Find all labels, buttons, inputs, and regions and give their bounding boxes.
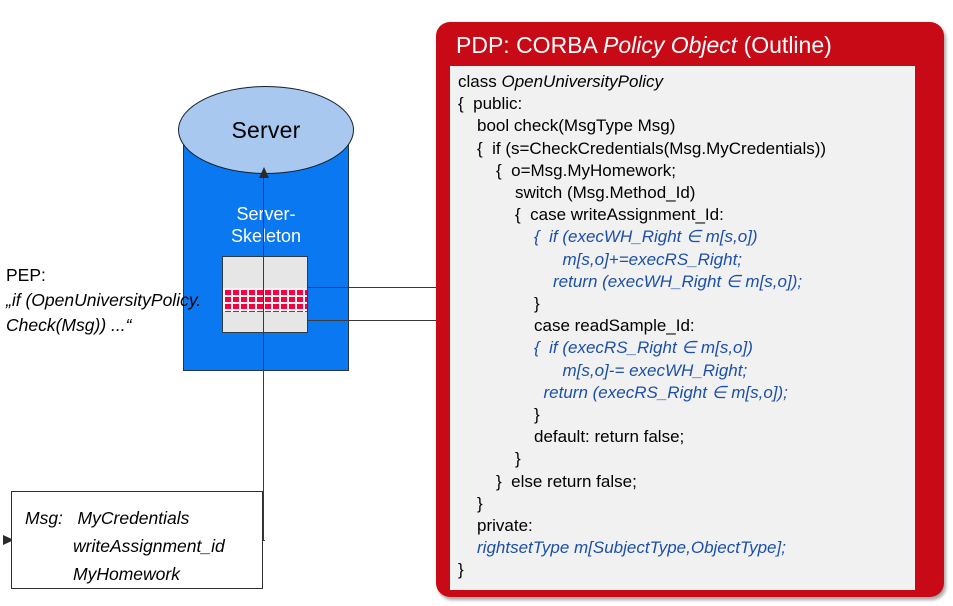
- server-skeleton-label-line1: Server-: [236, 204, 296, 224]
- code-line-19: }: [477, 493, 483, 513]
- code-line-9: return (execWH_Right ∈ m[s,o]);: [553, 271, 803, 291]
- code-line-22: }: [458, 560, 464, 580]
- code-line-0: class OpenUniversityPolicy: [458, 72, 663, 92]
- pdp-title-part1: PDP: CORBA: [456, 32, 603, 58]
- pep-caption: PEP: „if (OpenUniversityPolicy. Check(Ms…: [6, 263, 241, 338]
- msg-content: Msg: MyCredentials writeAssignment_id My…: [25, 504, 265, 588]
- pep-to-pdp-line-bottom: [308, 320, 478, 322]
- code-line-2: bool check(MsgType Msg): [477, 116, 676, 136]
- incoming-request-arrowhead: [3, 535, 14, 545]
- code-line-15: }: [534, 405, 540, 424]
- code-line-1: { public:: [458, 94, 523, 114]
- code-line-21: rightsetType m[SubjectType,ObjectType];: [477, 538, 786, 558]
- code-line-5: switch (Msg.Method_Id): [515, 183, 696, 202]
- pep-caption-line1: „if (OpenUniversityPolicy.: [6, 290, 202, 310]
- msg-field-1: writeAssignment_id: [73, 536, 225, 556]
- msg-field-2: MyHomework: [73, 564, 180, 584]
- code-line-10: }: [534, 294, 540, 313]
- pep-to-pdp-line-top: [308, 287, 478, 289]
- code-line-14: return (execRS_Right ∈ m[s,o]);: [543, 382, 788, 402]
- pep-caption-title: PEP:: [6, 265, 46, 285]
- code-token-plain: class: [458, 72, 502, 91]
- msg-to-server-arrowhead: [259, 167, 269, 178]
- code-line-17: }: [515, 449, 521, 469]
- firewall-brick-icon: [223, 288, 307, 312]
- pdp-panel-title: PDP: CORBA Policy Object (Outline): [456, 32, 936, 59]
- code-line-3: { if (s=CheckCredentials(Msg.MyCredentia…: [477, 138, 827, 158]
- msg-row-0: Msg: MyCredentials: [25, 504, 265, 532]
- pdp-title-part2: (Outline): [737, 32, 832, 58]
- code-line-8: m[s,o]+=execRS_Right;: [562, 249, 743, 269]
- msg-box: [11, 491, 263, 589]
- code-line-13: m[s,o]-= execWH_Right;: [562, 360, 748, 380]
- code-line-16: default: return false;: [534, 427, 685, 447]
- pdp-code-listing: class OpenUniversityPolicy{ public:bool …: [450, 66, 915, 590]
- msg-to-server-vertical-line: [263, 178, 265, 541]
- code-token-italic: OpenUniversityPolicy: [501, 72, 664, 91]
- server-label: Server: [231, 116, 301, 143]
- server-skeleton-label: Server- Skeleton: [183, 203, 349, 247]
- server-top-ellipse: Server: [178, 86, 354, 174]
- msg-label: Msg:: [25, 508, 63, 528]
- msg-row-1: writeAssignment_id: [25, 532, 265, 560]
- server-skeleton-label-line2: Skeleton: [230, 226, 302, 246]
- code-line-7: { if (execWH_Right ∈ m[s,o]): [534, 227, 758, 247]
- code-line-6: { case writeAssignment_Id:: [515, 205, 724, 225]
- code-line-18: } else return false;: [496, 471, 637, 491]
- msg-field-0: MyCredentials: [77, 508, 190, 528]
- code-line-12: { if (execRS_Right ∈ m[s,o]): [534, 338, 753, 358]
- msg-row-2: MyHomework: [25, 560, 265, 588]
- msg-box-right-connector: [263, 540, 265, 542]
- code-line-11: case readSample_Id:: [534, 316, 695, 336]
- pdp-title-italic: Policy Object: [602, 32, 738, 58]
- code-line-4: { o=Msg.MyHomework;: [496, 160, 676, 180]
- pep-caption-line2: Check(Msg)) ...“: [6, 315, 132, 335]
- code-line-20: private:: [477, 516, 533, 535]
